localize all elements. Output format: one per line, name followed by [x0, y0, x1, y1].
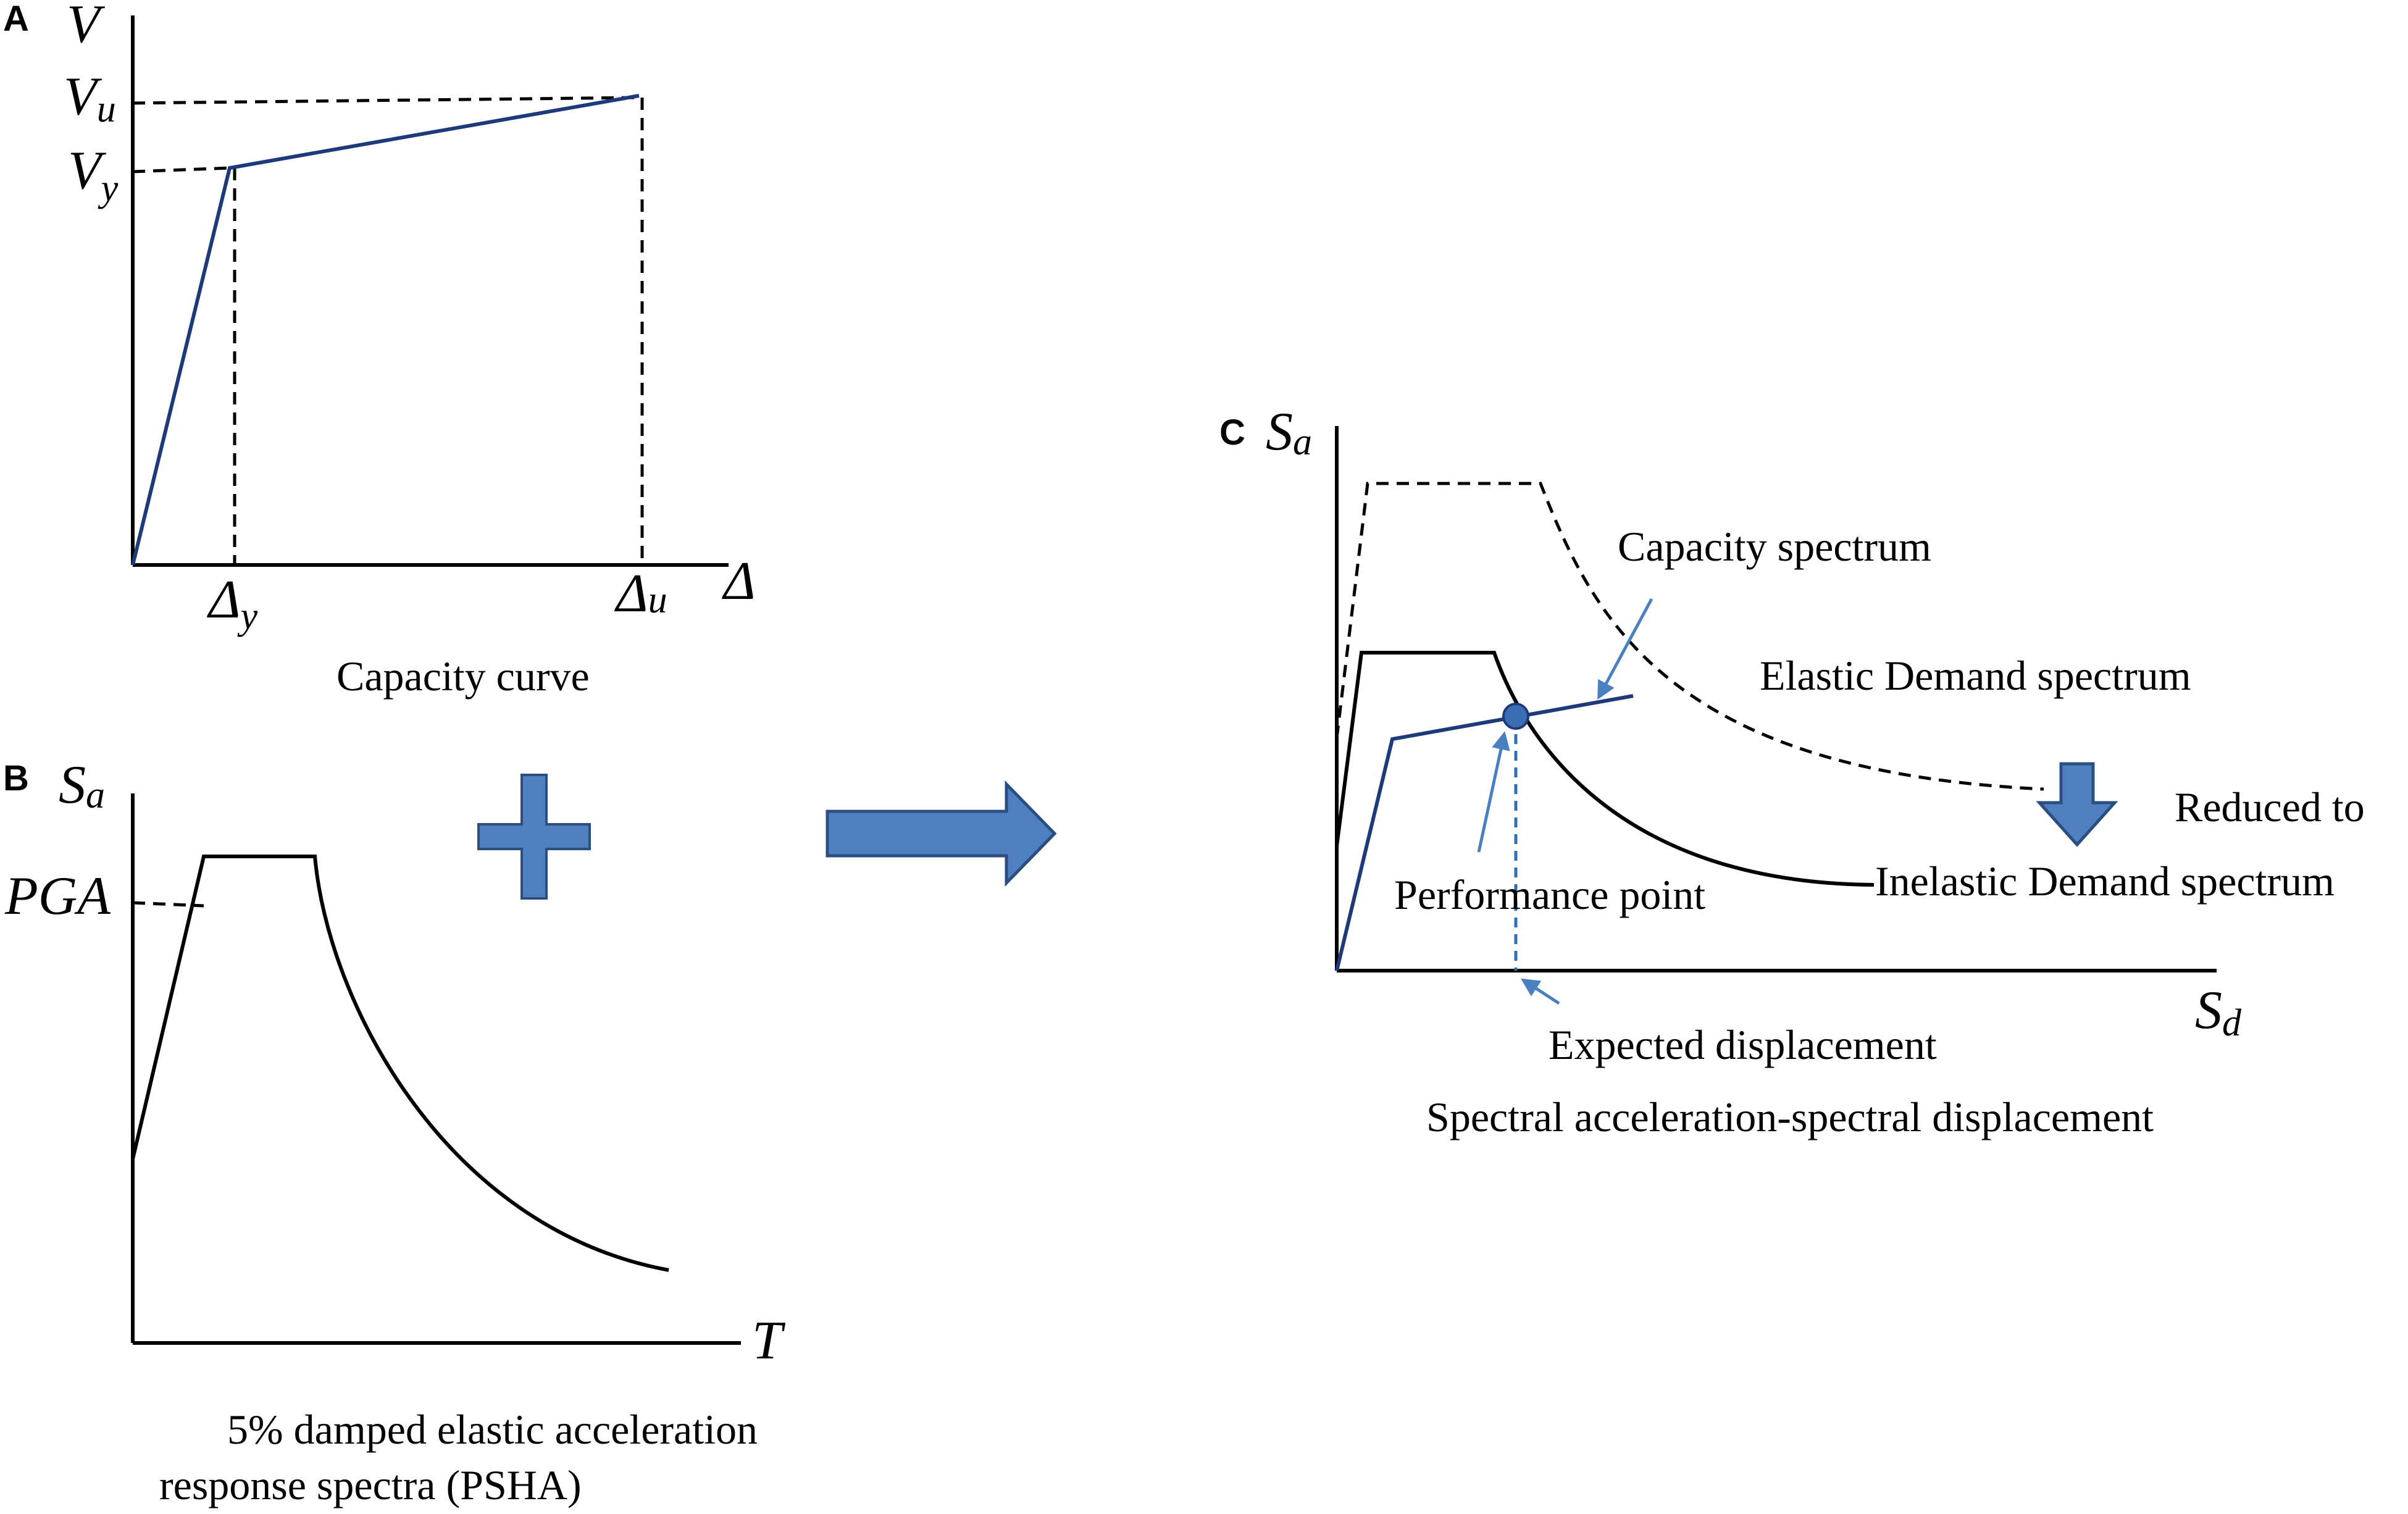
capacity-spectrum-curve	[1335, 694, 1634, 971]
elastic-demand-spectrum	[1335, 482, 2044, 791]
panel-a-y-label: V	[67, 0, 106, 54]
panel-a-letter: A	[3, 0, 29, 39]
panel-b-dash-pga	[132, 901, 204, 908]
capacity-spectrum-pointer	[1597, 598, 1653, 700]
expected-displacement-pointer	[1520, 978, 1560, 1005]
panel-a-dash-vy	[132, 166, 230, 174]
panel-b-caption-line2: response spectra (PSHA)	[159, 1462, 582, 1508]
label-reduced-to: Reduced to	[2175, 784, 2365, 830]
label-performance-point: Performance point	[1394, 871, 1705, 918]
label-pga: PGA	[4, 866, 111, 926]
label-inelastic-demand: Inelastic Demand spectrum	[1875, 858, 2335, 905]
right-arrow-icon	[826, 780, 1057, 887]
panel-b: B Sa PGA T 5% damped elastic acceleratio…	[3, 755, 786, 1508]
inelastic-demand-spectrum	[1335, 651, 1875, 887]
panel-b-letter: B	[3, 758, 29, 798]
panel-c-x-label: Sd	[2195, 981, 2242, 1044]
panel-a: A V Vu Vy Δy Δu Δ Capacity curve	[3, 0, 756, 700]
plus-icon	[477, 774, 591, 900]
capacity-curve	[131, 94, 640, 566]
panel-a-dash-vu	[132, 96, 640, 105]
label-capacity-spectrum: Capacity spectrum	[1618, 523, 1931, 570]
panel-a-x-label: Δ	[722, 551, 756, 611]
panel-c-letter: C	[1219, 412, 1245, 453]
label-delta-y: Δy	[207, 570, 258, 637]
down-arrow-icon	[2036, 762, 2118, 847]
label-vy: Vy	[68, 141, 119, 209]
panel-c-y-label: Sa	[1266, 402, 1312, 463]
elastic-response-spectrum	[131, 855, 669, 1272]
label-vu: Vu	[64, 67, 116, 130]
performance-point-pointer	[1477, 731, 1510, 853]
label-expected-displacement: Expected displacement	[1549, 1021, 1937, 1068]
label-elastic-demand: Elastic Demand spectrum	[1760, 652, 2191, 699]
panel-c-caption: Spectral acceleration-spectral displacem…	[1426, 1094, 2154, 1140]
performance-point-marker	[1502, 703, 1529, 730]
panel-b-x-label: T	[752, 1311, 786, 1371]
panel-a-caption: Capacity curve	[337, 653, 590, 700]
label-delta-u: Δu	[614, 564, 667, 624]
panel-c: C Sa Sd Capacity spectrum Elastic Demand…	[1219, 402, 2365, 1140]
panel-b-caption-line1: 5% damped elastic acceleration	[227, 1406, 758, 1453]
panel-b-y-label: Sa	[59, 755, 105, 816]
